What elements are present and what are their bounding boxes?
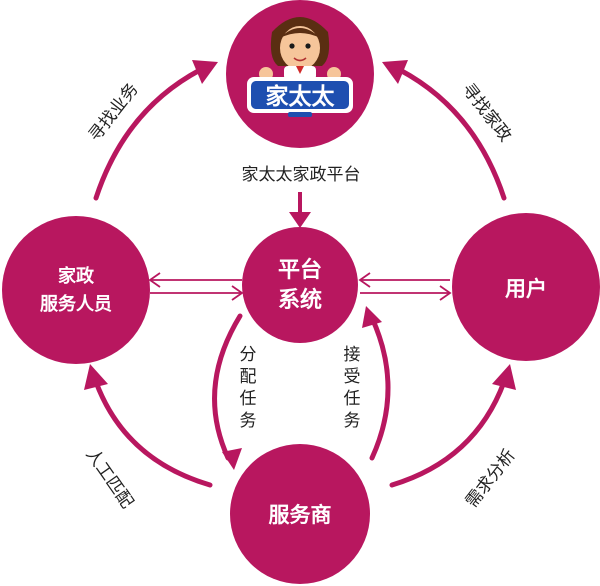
worker-label-line1: 家政 [58, 265, 95, 287]
accept-char-3: 任 [344, 389, 361, 409]
logo-brand-text: 家太太 [266, 83, 336, 110]
accept-char-1: 接 [344, 345, 361, 365]
platform-label-line2: 系统 [278, 287, 322, 313]
link-platform-user [358, 272, 452, 301]
provider-label: 服务商 [269, 503, 332, 527]
link-worker-platform [148, 272, 244, 301]
arc-demand-analysis [389, 364, 516, 488]
label-find-business: 寻找业务 [85, 80, 143, 146]
assign-char-4: 务 [240, 411, 257, 431]
arc-assign-task [212, 313, 243, 470]
label-assign-task: 分 配 任 务 [240, 345, 257, 431]
arrow-logo-to-platform [289, 192, 311, 228]
arc-accept-task [362, 306, 391, 461]
logo-caption: 家太太家政平台 [242, 165, 361, 185]
logo-node: 家太太 [226, 0, 374, 148]
accept-char-2: 受 [344, 367, 361, 387]
node-user: 用户 [452, 213, 600, 361]
user-label: 用户 [505, 277, 547, 301]
platform-label-line1: 平台 [278, 257, 322, 283]
arc-find-housekeeping [382, 60, 507, 201]
node-platform: 平台 系统 [242, 227, 358, 343]
assign-char-2: 配 [240, 367, 257, 387]
label-accept-task: 接 受 任 务 [344, 345, 361, 431]
label-demand-analysis: 需求分析 [462, 446, 520, 512]
label-find-housekeeping: 寻找家政 [457, 80, 515, 146]
worker-label-line2: 服务人员 [40, 293, 112, 315]
arc-find-business [93, 60, 218, 201]
assign-char-1: 分 [240, 345, 257, 365]
label-manual-match: 人工匹配 [81, 445, 136, 512]
node-provider: 服务商 [230, 444, 370, 584]
arc-manual-match [84, 364, 213, 488]
assign-char-3: 任 [240, 389, 257, 409]
node-worker: 家政 服务人员 [2, 216, 150, 364]
accept-char-4: 务 [344, 411, 361, 431]
